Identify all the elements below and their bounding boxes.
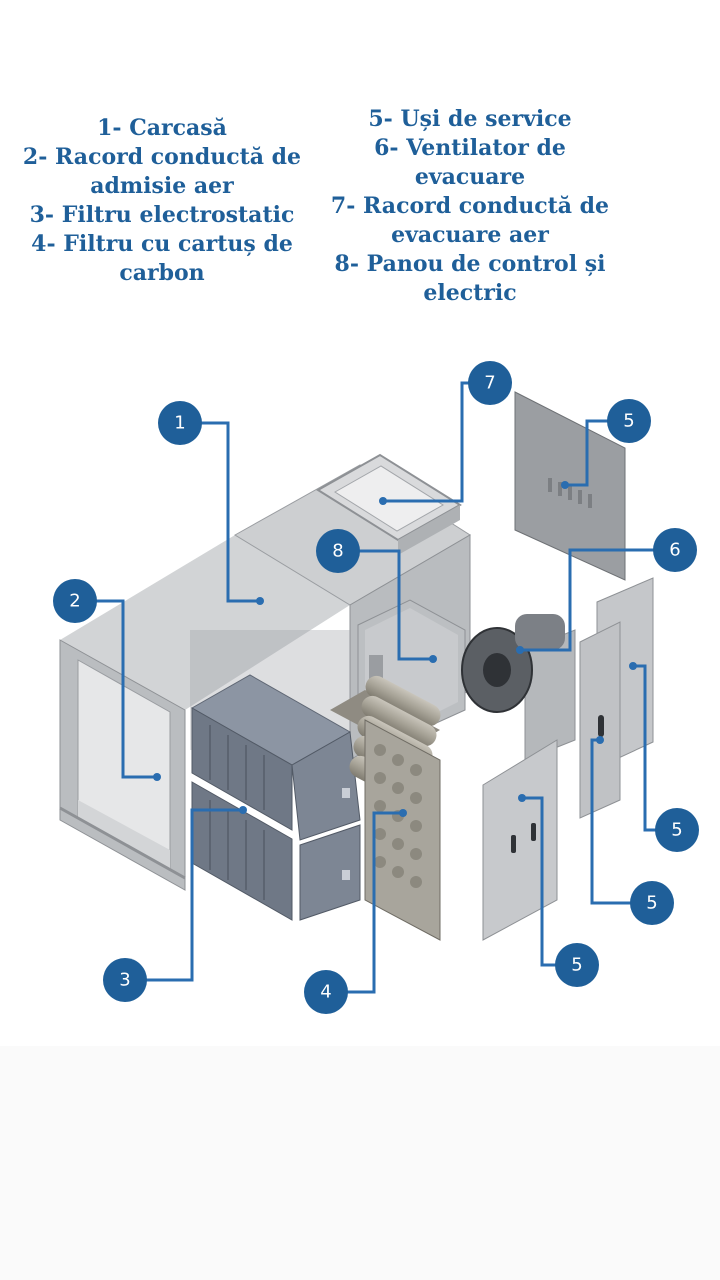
esp-label-lower	[342, 870, 350, 880]
callout-3-label: 3	[119, 970, 130, 991]
legend-item-6: 6- Ventilator de evacuare	[374, 135, 566, 190]
callout-4-label: 4	[320, 982, 331, 1003]
legend-item-2: 2- Racord conductă de admisie aer	[22, 144, 302, 199]
legend-left: 1- Carcasă 2- Racord conductă de admisie…	[14, 114, 310, 288]
callout-6-label: 6	[669, 540, 680, 561]
leader-3	[125, 808, 243, 982]
callout-5d: 5	[555, 943, 599, 987]
leader-4	[326, 811, 403, 994]
callout-6: 6	[653, 528, 697, 572]
callout-5c-label: 5	[646, 893, 657, 914]
door-handle-front-2	[531, 823, 536, 841]
leader-2	[75, 599, 157, 779]
fan-motor	[515, 614, 565, 650]
legend-item-4: 4- Filtru cu cartuș de carbon	[31, 231, 293, 286]
callout-3: 3	[103, 958, 147, 1002]
duct-collar-side	[398, 505, 460, 555]
bottom-band	[0, 1046, 720, 1280]
leader-1	[180, 421, 260, 603]
esp-grid	[209, 725, 265, 900]
callout-5a-label: 5	[623, 411, 634, 432]
legend-item-7: 7- Racord conductă de evacuare aer	[330, 193, 610, 248]
callout-8: 8	[316, 529, 360, 573]
exhaust-duct-connection	[316, 453, 462, 555]
carbon-cartridge-filter	[330, 675, 441, 941]
callout-2-label: 2	[69, 591, 80, 612]
legend-item-8: 8- Panou de control și electric	[334, 251, 606, 306]
exhaust-fan	[461, 614, 576, 761]
callout-5b: 5	[655, 808, 699, 852]
door-handle-middle	[598, 715, 604, 737]
leader-8	[338, 549, 433, 661]
callout-1: 1	[158, 401, 202, 445]
fan-hub	[483, 653, 511, 687]
legend-item-3: 3- Filtru electrostatic	[29, 202, 295, 228]
callout-8-label: 8	[332, 541, 343, 562]
leader-6	[520, 548, 675, 652]
callout-4: 4	[304, 970, 348, 1014]
callouts: 1 2 3 4 5 5 5 5	[53, 361, 699, 1014]
callout-5d-label: 5	[571, 955, 582, 976]
legend-item-5: 5- Uși de service	[368, 106, 572, 132]
exploded-unit-diagram: 1 2 3 4 5 5 5 5	[53, 361, 699, 1014]
callout-5a: 5	[607, 399, 651, 443]
housing-inner-floor	[78, 800, 170, 870]
duct-collar-inner	[334, 465, 444, 532]
legend-right: 5- Uși de service 6- Ventilator de evacu…	[330, 105, 610, 308]
electrostatic-filter	[190, 674, 361, 921]
callout-5b-label: 5	[671, 820, 682, 841]
housing-top-left	[60, 535, 350, 710]
esp-label-upper	[342, 788, 350, 798]
legend-item-1: 1- Carcasă	[97, 115, 227, 141]
esp-side-lower	[299, 824, 361, 921]
door-vent-slots	[548, 478, 592, 508]
callout-5c: 5	[630, 881, 674, 925]
callout-2: 2	[53, 579, 97, 623]
esp-side-upper	[291, 731, 361, 841]
callout-7-label: 7	[484, 373, 495, 394]
housing-rail	[59, 806, 186, 880]
service-door-front	[482, 739, 558, 941]
door-handle-front	[511, 835, 516, 853]
callout-1-label: 1	[174, 413, 185, 434]
callout-7: 7	[468, 361, 512, 405]
esp-front-upper	[191, 707, 293, 831]
